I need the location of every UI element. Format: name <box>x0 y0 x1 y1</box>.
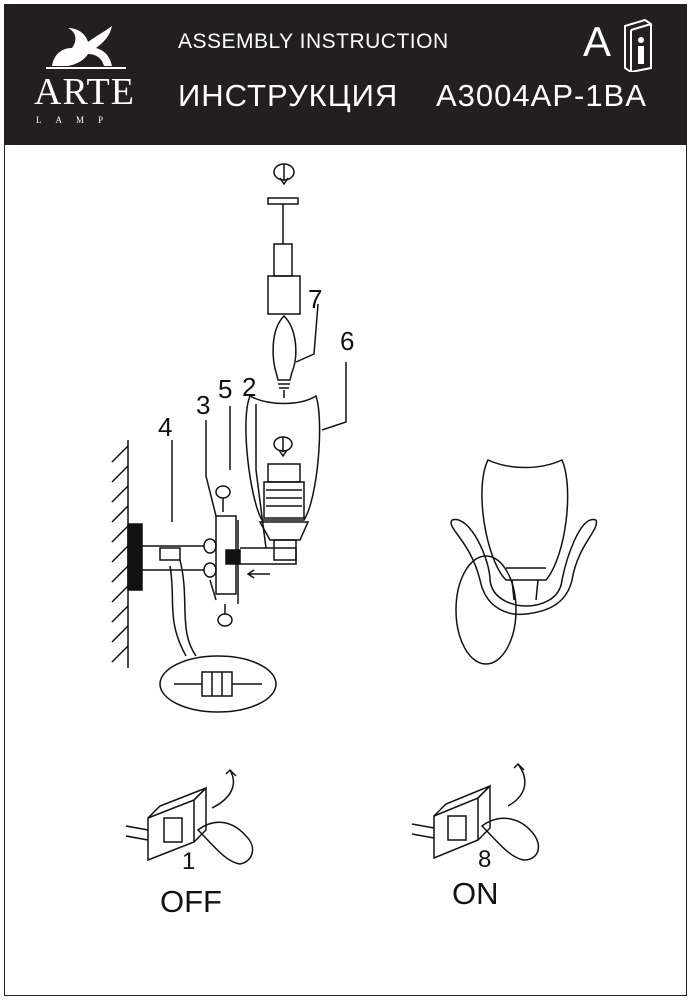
switch-off-number: 1 <box>182 848 196 875</box>
assembled-lamp-illustration <box>450 459 598 665</box>
wall <box>111 440 173 668</box>
top-finial <box>267 163 301 315</box>
title-english: ASSEMBLY INSTRUCTION <box>178 30 449 53</box>
callout-3: 3 <box>196 390 211 420</box>
callout-5: 5 <box>218 374 233 404</box>
header-bar <box>4 4 687 145</box>
leader-7 <box>295 303 319 363</box>
callout-4: 4 <box>158 412 173 442</box>
model-number: A3004AP-1BA <box>436 78 647 113</box>
callout-6: 6 <box>340 326 355 356</box>
callout-2: 2 <box>242 372 257 402</box>
callout-7: 7 <box>308 284 323 314</box>
switch-on-illustration <box>411 762 540 861</box>
language-letter: A <box>583 18 612 65</box>
switch-on-label: ON <box>452 876 499 911</box>
glass-shade <box>245 394 321 521</box>
bulb <box>272 314 297 398</box>
wiring <box>142 545 277 713</box>
griffin-logo-icon <box>46 26 126 69</box>
brand-name: ARTE <box>34 71 135 113</box>
switch-off-label: OFF <box>160 884 222 919</box>
info-book-icon <box>624 18 652 72</box>
switch-off-illustration <box>125 768 254 865</box>
leader-6 <box>321 362 347 431</box>
brand-subtitle: LAMP <box>36 115 118 125</box>
switch-on-number: 8 <box>478 846 492 873</box>
title-russian: ИНСТРУКЦИЯ <box>178 78 399 113</box>
lamp-holder <box>240 463 310 565</box>
